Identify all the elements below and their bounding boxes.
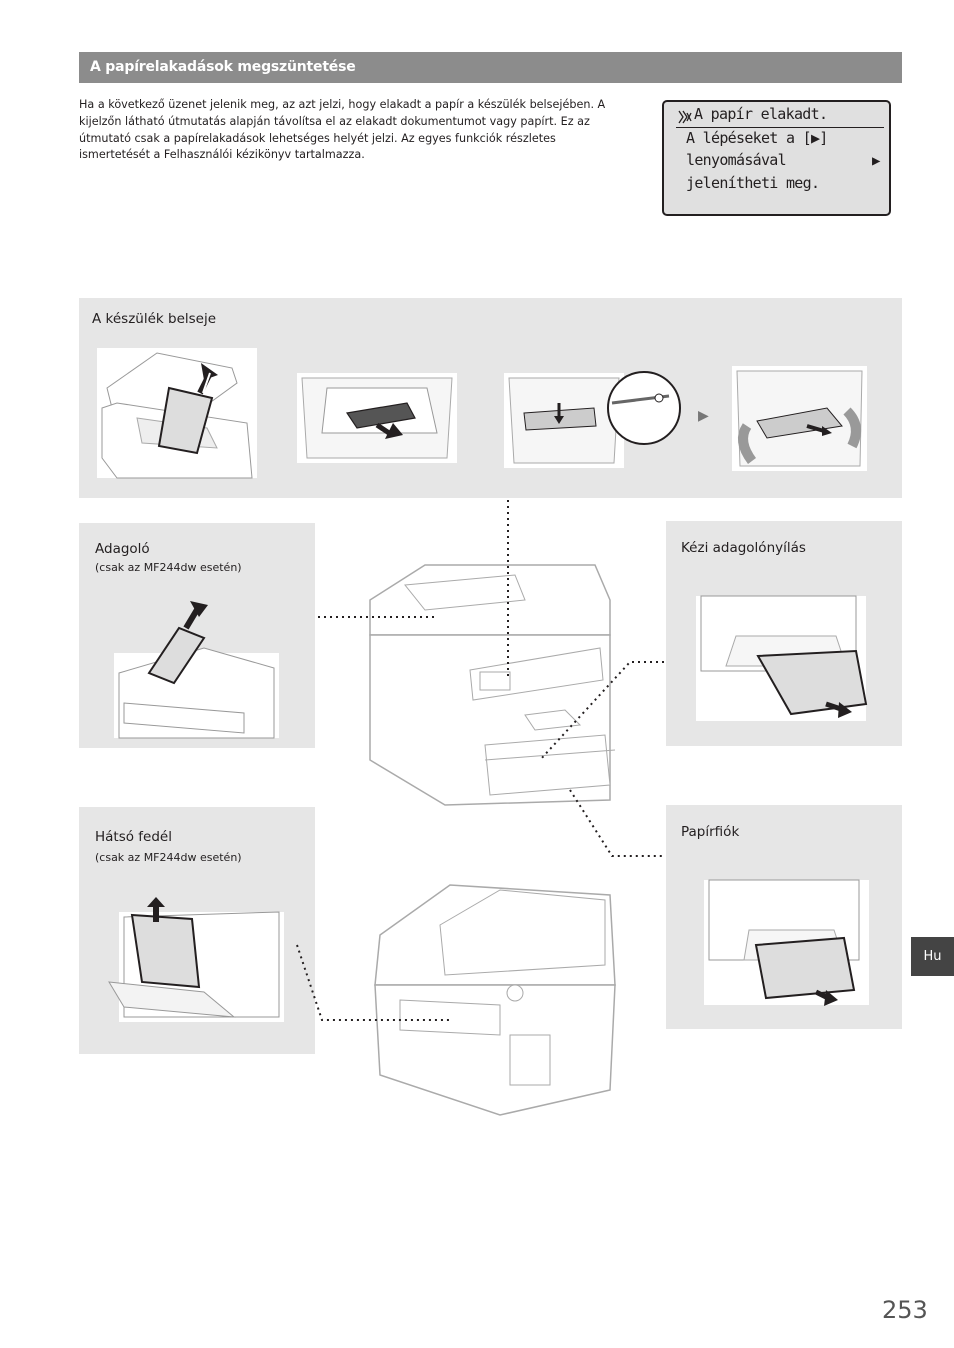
intro-paragraph: Ha a következő üzenet jelenik meg, az az… <box>79 97 624 164</box>
lcd-next-arrow: ▶ <box>872 153 880 169</box>
panel-feeder-note: (csak az MF244dw esetén) <box>95 561 242 574</box>
printer-rear-illustration <box>374 884 616 1116</box>
panel-feeder-label: Adagoló <box>95 541 150 557</box>
panel-rear: Hátsó fedél (csak az MF244dw esetén) <box>79 807 315 1054</box>
panel-manual-label: Kézi adagolónyílás <box>681 540 806 556</box>
illustration-drawer <box>704 879 869 1006</box>
panel-drawer-label: Papírfiók <box>681 824 740 840</box>
illustration-inside-step2 <box>297 373 457 463</box>
panel-manual: Kézi adagolónyílás <box>666 521 902 746</box>
panel-rear-note: (csak az MF244dw esetén) <box>95 851 242 864</box>
panel-inside-label: A készülék belseje <box>92 311 217 327</box>
panel-drawer: Papírfiók <box>666 805 902 1029</box>
lcd-line-3: lenyomásával <box>686 151 787 169</box>
illustration-rear <box>108 897 284 1022</box>
illustration-manual <box>696 595 868 721</box>
illustration-inside-step4 <box>732 366 867 471</box>
lcd-line-4: jelenítheti meg. <box>686 174 820 192</box>
panel-rear-label: Hátsó fedél <box>95 829 172 845</box>
panel-inside: A készülék belseje ▶ <box>79 298 902 498</box>
intro-text: Ha a következő üzenet jelenik meg, az az… <box>79 98 606 162</box>
illustration-feeder <box>114 601 279 739</box>
panel-feeder: Adagoló (csak az MF244dw esetén) <box>79 523 315 748</box>
illustration-inside-step3 <box>504 371 681 468</box>
illustration-inside-step1 <box>97 348 257 479</box>
paper-jam-icon <box>678 110 692 124</box>
section-header-bar: A papírelakadások megszüntetése <box>79 52 902 83</box>
page-number: 253 <box>882 1296 928 1324</box>
section-title: A papírelakadások megszüntetése <box>90 59 356 75</box>
printer-front-illustration <box>369 564 616 806</box>
language-tab: Hu <box>911 937 954 976</box>
lcd-line-2: A lépéseket a [▶] <box>686 129 828 147</box>
lcd-display: A papír elakadt. A lépéseket a [▶] lenyo… <box>662 100 891 216</box>
step-arrow: ▶ <box>698 408 709 424</box>
lcd-line-1: A papír elakadt. <box>694 105 828 123</box>
lcd-divider <box>676 127 884 128</box>
